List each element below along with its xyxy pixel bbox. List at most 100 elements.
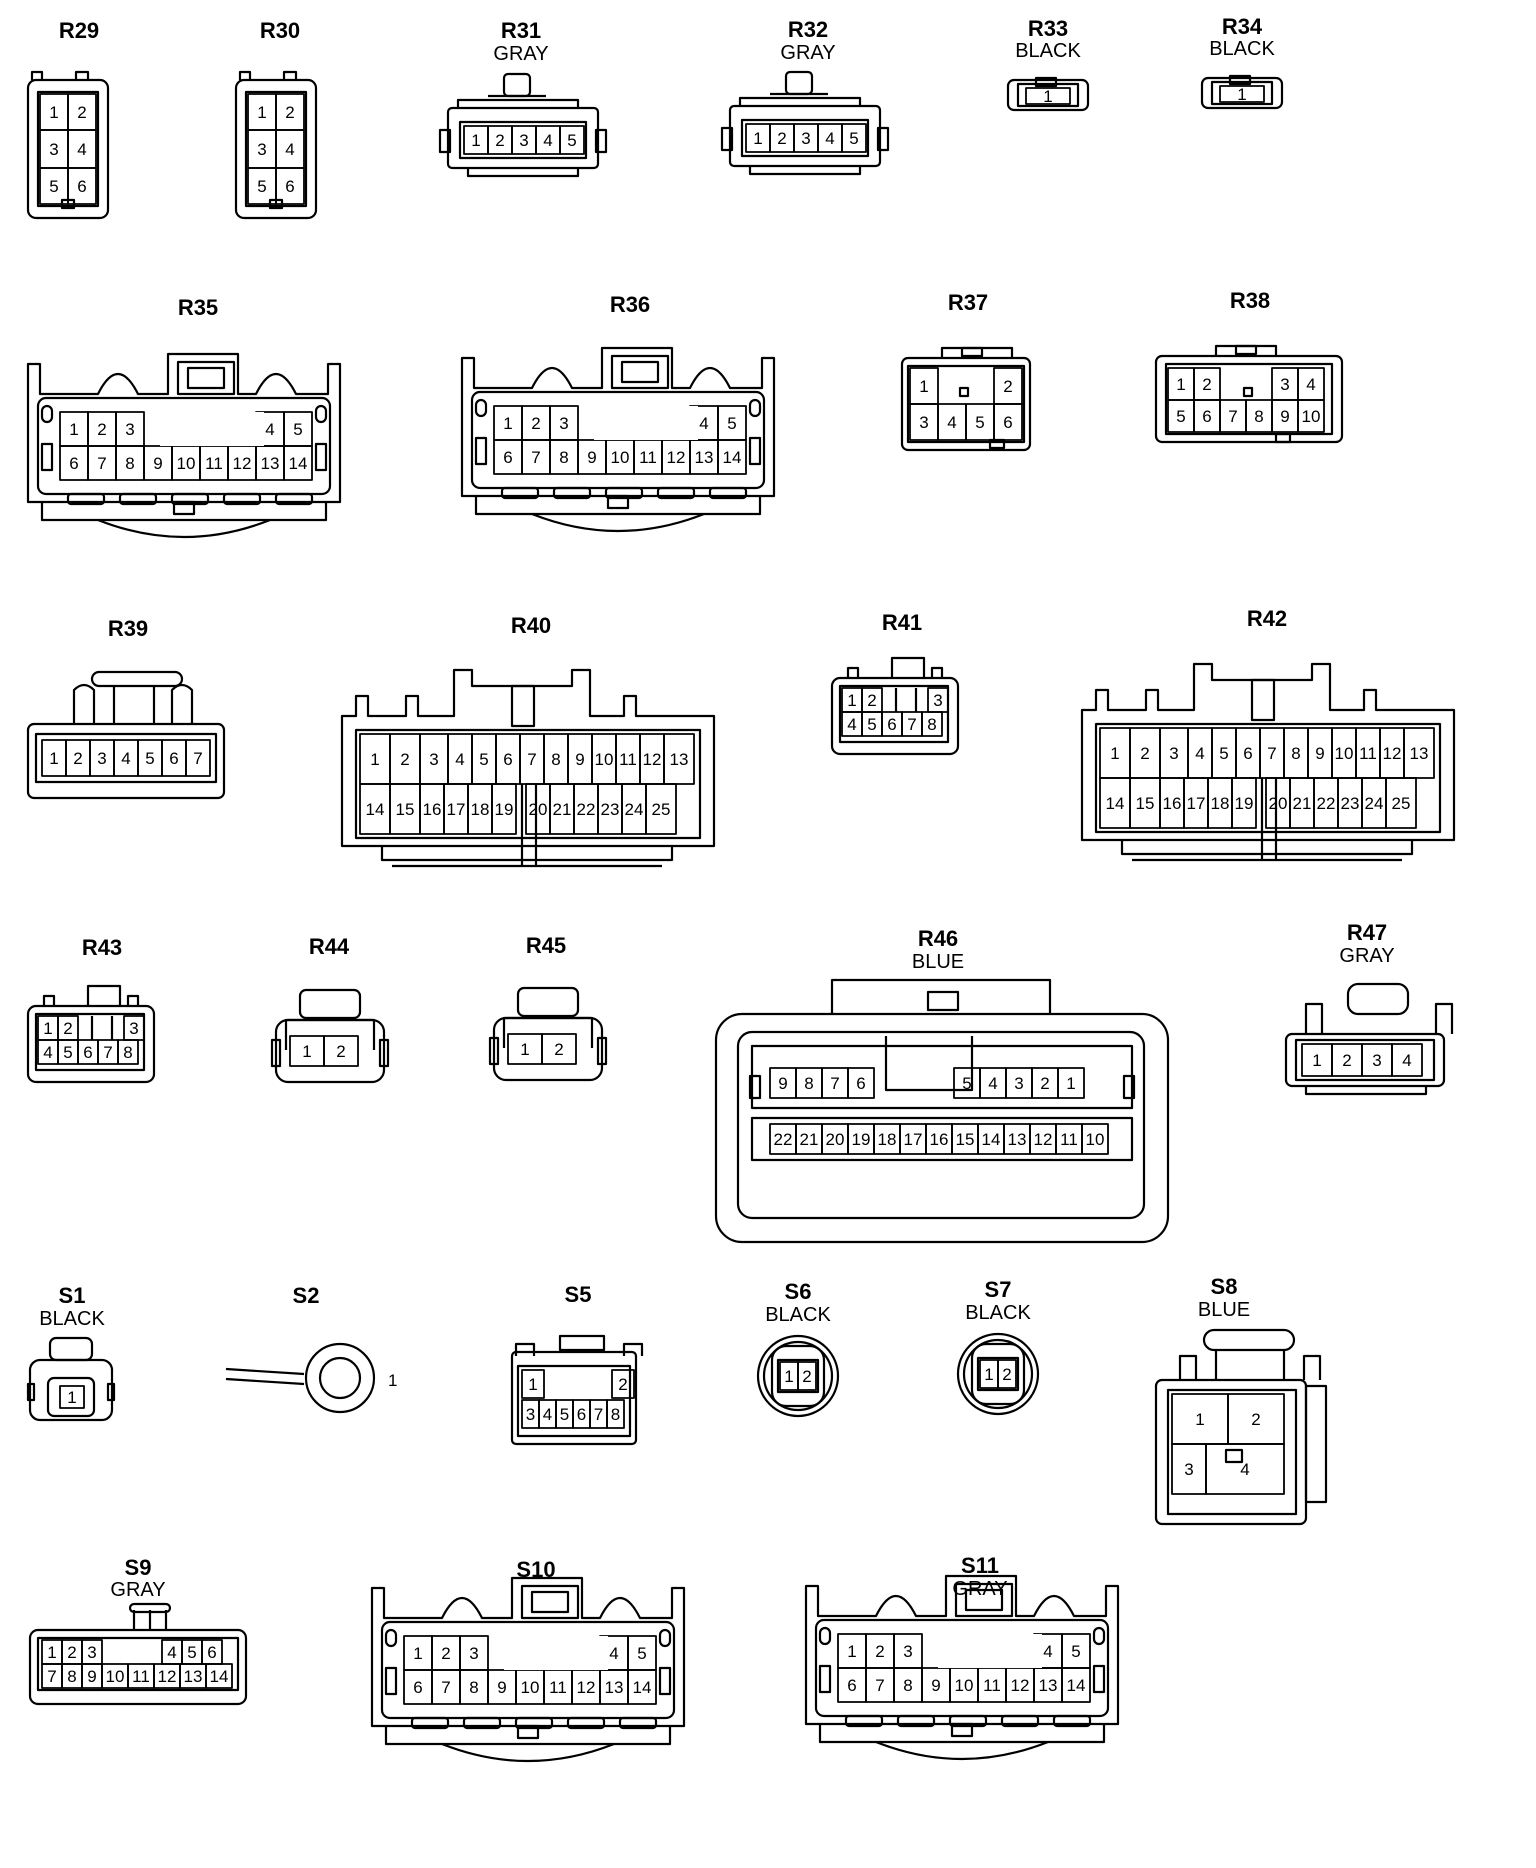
pin-cell: 3 <box>1361 1043 1393 1077</box>
pin-cell: 8 <box>117 1039 139 1065</box>
connector-r34: 1 <box>1200 74 1284 110</box>
connector-r44-labels: R44 <box>309 934 350 959</box>
pin-cell: 6 <box>77 1039 99 1065</box>
pin-number: 6 <box>503 750 512 769</box>
pin-cell: 6 <box>493 439 523 475</box>
pin-cell: 5 <box>1211 727 1237 779</box>
pin-cell: 5 <box>861 711 883 737</box>
connector-id-label: R36 <box>610 292 650 317</box>
pin-number: 7 <box>875 1676 884 1695</box>
pin-cell: 9 <box>487 1669 517 1705</box>
pin-cell: 5 <box>137 739 163 777</box>
pin-cell: 5 <box>717 405 747 441</box>
pin-number: 11 <box>983 1676 1001 1695</box>
pin-number: 6 <box>169 749 178 768</box>
pin-cell: 24 <box>1361 777 1387 829</box>
pin-number: 2 <box>1342 1051 1351 1070</box>
pin-cell: 4 <box>1205 1443 1285 1495</box>
pin-cell: 2 <box>611 1369 635 1399</box>
pin-number: 19 <box>852 1130 871 1149</box>
pin-number: 3 <box>125 420 134 439</box>
pin-cell: 2 <box>861 687 883 713</box>
pin-number: 24 <box>1365 794 1384 813</box>
pin-cell: 11 <box>1355 727 1381 779</box>
connector-r36-labels: R36 <box>610 292 650 317</box>
pin-cell: 12 <box>661 439 691 475</box>
pin-cell: 8 <box>1245 399 1273 433</box>
pin-number: 15 <box>956 1130 975 1149</box>
pin-number: 10 <box>106 1667 125 1686</box>
pin-number: 5 <box>849 129 858 148</box>
pin-number: 13 <box>605 1678 624 1697</box>
pin-cell: 5 <box>559 125 585 155</box>
pin-number: 1 <box>753 129 762 148</box>
pin-number: 8 <box>1291 744 1300 763</box>
pin-number: 11 <box>1060 1130 1078 1149</box>
connector-id-label: R37 <box>948 290 988 315</box>
pin-number: 4 <box>543 131 552 150</box>
pin-cell: 2 <box>1227 1393 1285 1445</box>
pin-cell: 17 <box>899 1123 927 1155</box>
pin-number: 9 <box>778 1074 787 1093</box>
pin-cell: 16 <box>419 783 445 835</box>
pin-number: 13 <box>670 750 689 769</box>
connector-id-label: R42 <box>1247 606 1287 631</box>
pin-cell: 21 <box>1289 777 1315 829</box>
pin-cell: 23 <box>597 783 623 835</box>
pin-number: 22 <box>577 800 596 819</box>
pin-number: 5 <box>567 131 576 150</box>
pin-number: 11 <box>549 1678 567 1697</box>
connector-s10-labels: S10 <box>516 1557 555 1582</box>
pin-cell: 17 <box>443 783 469 835</box>
pin-number: 8 <box>469 1678 478 1697</box>
connector-id-label: R35 <box>178 295 218 320</box>
pin-cell: 3 <box>247 129 277 169</box>
pin-number: 10 <box>611 448 630 467</box>
pin-number: 7 <box>103 1043 112 1062</box>
pin-number: 2 <box>67 1643 76 1662</box>
pin-number: 11 <box>619 750 637 769</box>
pin-number: 13 <box>1410 744 1429 763</box>
pin-number: 6 <box>83 1043 92 1062</box>
pin-number: 1 <box>1066 1074 1075 1093</box>
pin-number: 16 <box>423 800 442 819</box>
pin-cell: 1 <box>37 1015 59 1041</box>
pin-number: 2 <box>531 414 540 433</box>
pin-cell: 5 <box>39 167 69 205</box>
pin-cell: 10 <box>949 1667 979 1703</box>
pin-cell: 2 <box>1129 727 1161 779</box>
pin-cell: 10 <box>605 439 635 475</box>
pin-cell: 3 <box>39 129 69 169</box>
connector-r35-labels: R35 <box>178 295 218 320</box>
pin-cell: 6 <box>572 1399 591 1429</box>
pin-number: 4 <box>1306 375 1315 394</box>
pin-cell: 3 <box>81 1639 103 1665</box>
pin-cell: 14 <box>717 439 747 475</box>
pin-number: 1 <box>1110 744 1119 763</box>
pin-cell: 10 <box>101 1663 129 1689</box>
pin-number: 8 <box>551 750 560 769</box>
pin-cell: 5 <box>181 1639 203 1665</box>
pin-cell: 4 <box>538 1399 557 1429</box>
pin-cell: 2 <box>57 1015 79 1041</box>
pin-number: 11 <box>205 454 223 473</box>
pin-number: 1 <box>49 749 58 768</box>
pin-number: 10 <box>1086 1130 1105 1149</box>
pin-number: 22 <box>774 1130 793 1149</box>
pin-cell: 13 <box>179 1663 207 1689</box>
connector-id-label: R41 <box>882 610 922 635</box>
pin-number: 10 <box>521 1678 540 1697</box>
pin-number: 1 <box>503 414 512 433</box>
pin-cell: 2 <box>487 125 513 155</box>
pin-cell: 5 <box>247 167 277 205</box>
pin-cell: 13 <box>689 439 719 475</box>
pin-number: 3 <box>1169 744 1178 763</box>
pin-cell: 8 <box>543 733 569 785</box>
pin-cell: 4 <box>161 1639 183 1665</box>
